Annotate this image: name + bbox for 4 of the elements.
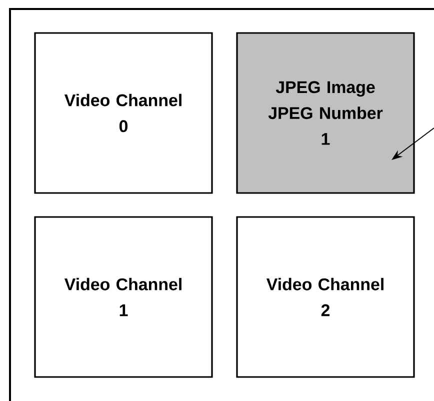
channel-panel: Video Channel 0	[34, 32, 213, 194]
channel-panel: Video Channel 2	[236, 216, 415, 378]
channel-panel: Video Channel 1	[34, 216, 213, 378]
image-panel: JPEG Image JPEG Number 1	[236, 32, 415, 194]
